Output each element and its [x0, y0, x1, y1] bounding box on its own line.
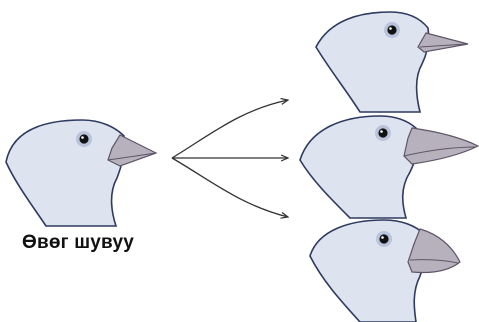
- long-beak-icon: [403, 127, 479, 165]
- ancestor-bird-icon: [5, 119, 158, 227]
- arrow-to-top-bird: [171, 100, 288, 159]
- descendant-bird-thick-beak-icon: [309, 219, 461, 322]
- ancestor-bird-label: Өвөг шувуу: [22, 232, 135, 253]
- descendant-bird-long-beak-icon: [299, 115, 479, 219]
- descendant-bird-thin-beak-icon: [315, 11, 469, 113]
- ancestor-head-icon: [5, 119, 126, 227]
- thin-beak-icon: [417, 32, 469, 53]
- branching-arrows: [171, 100, 288, 217]
- arrow-to-bottom-bird: [171, 157, 288, 217]
